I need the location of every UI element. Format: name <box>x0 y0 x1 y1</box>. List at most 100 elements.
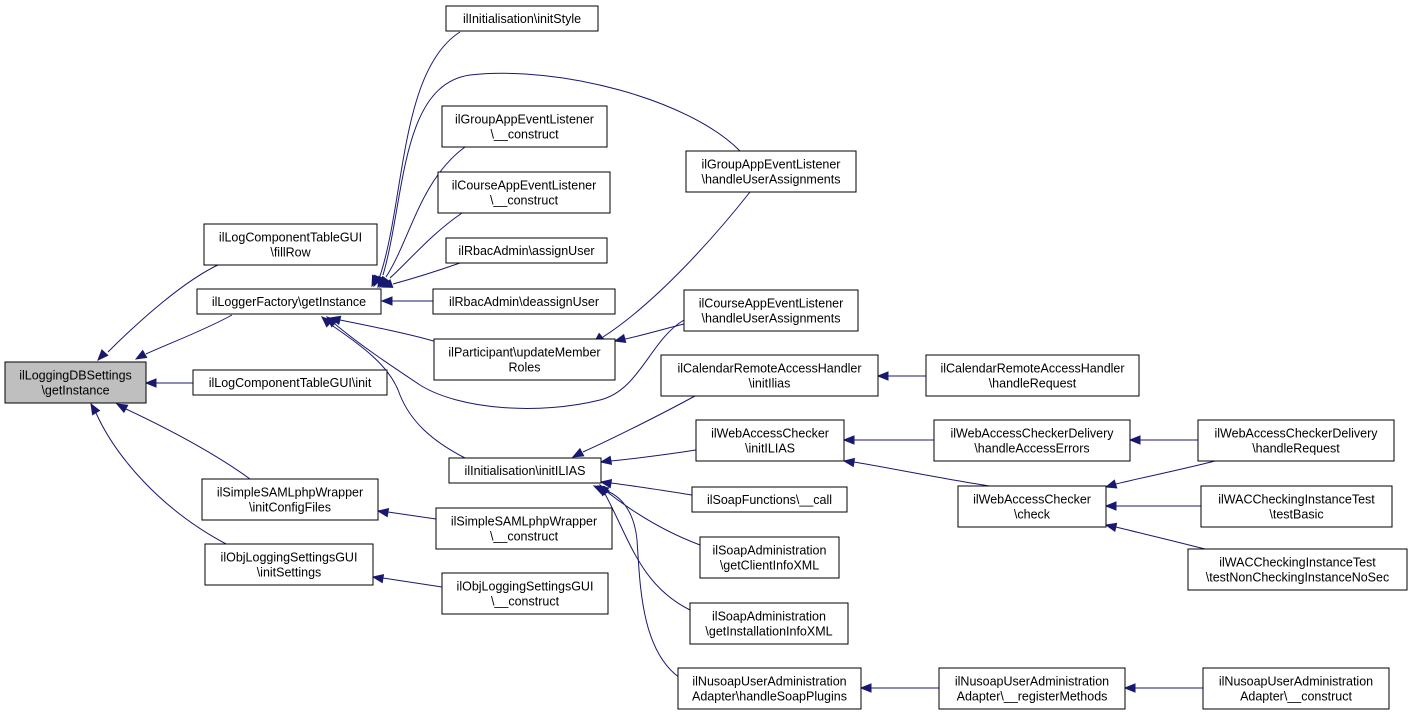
graph-node-grouphandle[interactable]: ilGroupAppEventListener\handleUserAssign… <box>685 150 857 193</box>
graph-node-root[interactable]: ilLoggingDBSettings\getInstance <box>4 361 147 404</box>
edge-line <box>853 461 991 487</box>
node-label-line: \__construct <box>490 128 559 142</box>
call-edge-fillrow-to-root <box>97 263 221 361</box>
graph-node-wactestbasic[interactable]: ilWACCheckingInstanceTest\testBasic <box>1200 485 1393 528</box>
graph-node-wacinit[interactable]: ilWebAccessChecker\initILIAS <box>695 419 845 462</box>
node-box <box>201 478 379 521</box>
call-edge-nusoapregister-to-nusoaphandle <box>859 683 939 693</box>
node-label-line: ilWebAccessCheckerDelivery <box>950 427 1114 441</box>
graph-node-samlinit[interactable]: ilSimpleSAMLphpWrapper\initConfigFiles <box>201 478 379 521</box>
graph-node-deassignuser[interactable]: ilRbacAdmin\deassignUser <box>432 288 616 315</box>
graph-node-wactestnon[interactable]: ilWACCheckingInstanceTest\testNonCheckin… <box>1187 548 1408 591</box>
graph-node-waccheck[interactable]: ilWebAccessChecker\check <box>957 485 1107 528</box>
node-label-line: ilSoapFunctions\__call <box>707 493 832 507</box>
graph-node-objinit[interactable]: ilObjLoggingSettingsGUI\initSettings <box>204 543 374 586</box>
node-label-line: \check <box>1014 508 1051 522</box>
graph-node-samlconstruct[interactable]: ilSimpleSAMLphpWrapper\__construct <box>435 507 613 550</box>
node-box <box>1200 485 1393 528</box>
node-label-line: \getInstance <box>41 384 109 398</box>
node-label-line: ilGroupAppEventListener <box>702 158 841 172</box>
graph-node-objconstruct[interactable]: ilObjLoggingSettingsGUI\__construct <box>441 572 609 615</box>
graph-node-courseconstruct[interactable]: ilCourseAppEventListener\__construct <box>437 171 611 214</box>
graph-node-nusoapconstruct[interactable]: ilNusoapUserAdministrationAdapter\__cons… <box>1202 667 1390 710</box>
graph-node-nusoapregister[interactable]: ilNusoapUserAdministrationAdapter\__regi… <box>938 667 1126 710</box>
graph-node-wacdelerrors[interactable]: ilWebAccessCheckerDelivery\handleAccessE… <box>933 419 1131 462</box>
graph-node-initstyle[interactable]: ilInitialisation\initStyle <box>445 5 599 32</box>
graph-node-nusoaphandle[interactable]: ilNusoapUserAdministrationAdapter\handle… <box>677 667 862 710</box>
call-edge-loggerfactory-to-root <box>134 314 233 360</box>
graph-node-initilias[interactable]: ilInitialisation\initILIAS <box>448 457 602 484</box>
graph-node-coursehandle[interactable]: ilCourseAppEventListener\handleUserAssig… <box>683 289 859 332</box>
edge-line <box>603 491 691 611</box>
edge-line <box>624 323 685 340</box>
edge-line <box>334 319 685 409</box>
node-label-line: ilGroupAppEventListener <box>455 113 594 127</box>
node-box <box>433 338 616 381</box>
edge-line <box>389 212 463 279</box>
graph-node-wacdelrequest[interactable]: ilWebAccessCheckerDelivery\handleRequest <box>1197 419 1395 462</box>
node-label-line: \initIlias <box>749 377 791 391</box>
node-box <box>445 5 599 32</box>
node-label-line: \initSettings <box>257 566 322 580</box>
node-label-line: ilLoggerFactory\getInstance <box>212 295 366 309</box>
graph-node-soapinstall[interactable]: ilSoapAdministration\getInstallationInfo… <box>689 602 849 645</box>
node-box <box>683 289 859 332</box>
graph-node-calinit[interactable]: ilCalendarRemoteAccessHandler\initIlias <box>660 354 879 397</box>
node-box <box>203 223 378 266</box>
graph-node-lctinit[interactable]: ilLogComponentTableGUI\init <box>192 369 388 396</box>
edge-line <box>107 263 221 353</box>
node-label-line: ilWebAccessCheckerDelivery <box>1214 427 1378 441</box>
node-box <box>1202 667 1390 710</box>
call-edge-samlconstruct-to-samlinit <box>376 508 437 520</box>
graph-node-soapclient[interactable]: ilSoapAdministration\getClientInfoXML <box>699 536 840 579</box>
node-label-line: \__construct <box>490 194 559 208</box>
edge-arrowhead <box>842 457 856 468</box>
graph-node-assignuser[interactable]: ilRbacAdmin\assignUser <box>445 237 608 264</box>
edge-arrowhead <box>1123 683 1136 693</box>
edge-arrowhead <box>599 479 613 489</box>
node-box <box>204 543 374 586</box>
edge-arrowhead <box>115 403 129 414</box>
edge-arrowhead <box>859 683 872 693</box>
edge-arrowhead <box>1104 479 1118 489</box>
node-label-line: ilWACCheckingInstanceTest <box>1219 556 1376 570</box>
graph-node-soapcall[interactable]: ilSoapFunctions\__call <box>691 486 848 513</box>
node-box <box>432 288 616 315</box>
graph-node-groupconstruct[interactable]: ilGroupAppEventListener\__construct <box>441 105 608 148</box>
node-label-line: ilNusoapUserAdministration <box>692 675 846 689</box>
call-edge-coursehandle-to-participant <box>613 323 685 344</box>
call-edge-soapclient-to-initilias <box>596 485 701 546</box>
graph-node-fillrow[interactable]: ilLogComponentTableGUI\fillRow <box>203 223 378 266</box>
call-edge-objconstruct-to-objinit <box>371 574 443 588</box>
edge-line <box>145 314 233 355</box>
node-label-line: \handleRequest <box>1252 442 1340 456</box>
call-edge-soapinstall-to-initilias <box>599 483 691 611</box>
node-label-line: \handleUserAssignments <box>702 312 841 326</box>
node-label-line: \getInstallationInfoXML <box>705 625 832 639</box>
edge-line <box>329 323 466 459</box>
node-label-line: Adapter\__construct <box>1240 690 1352 704</box>
graph-node-calhandle[interactable]: ilCalendarRemoteAccessHandler\handleRequ… <box>925 354 1140 397</box>
node-label-line: \__construct <box>491 595 560 609</box>
node-label-line: \initConfigFiles <box>249 501 331 515</box>
edge-line <box>582 395 696 453</box>
edge-arrowhead <box>1128 435 1141 445</box>
node-label-line: ilSimpleSAMLphpWrapper <box>217 486 363 500</box>
node-label-line: ilWebAccessChecker <box>973 493 1091 507</box>
graph-node-loggerfactory[interactable]: ilLoggerFactory\getInstance <box>196 288 382 315</box>
edge-line <box>379 31 461 277</box>
edge-line <box>602 191 751 338</box>
edge-arrowhead <box>134 349 148 360</box>
node-box <box>689 602 849 645</box>
node-label-line: ilWebAccessChecker <box>711 427 829 441</box>
call-edge-initilias-to-loggerfactory <box>321 316 466 459</box>
edge-arrowhead <box>1104 522 1118 532</box>
node-box <box>691 486 848 513</box>
call-edge-assignuser-to-loggerfactory <box>380 262 461 288</box>
edge-line <box>610 482 693 496</box>
call-edge-calhandle-to-calinit <box>876 371 926 381</box>
call-edge-wacinit-to-initilias <box>599 449 697 465</box>
edge-line <box>392 262 461 285</box>
